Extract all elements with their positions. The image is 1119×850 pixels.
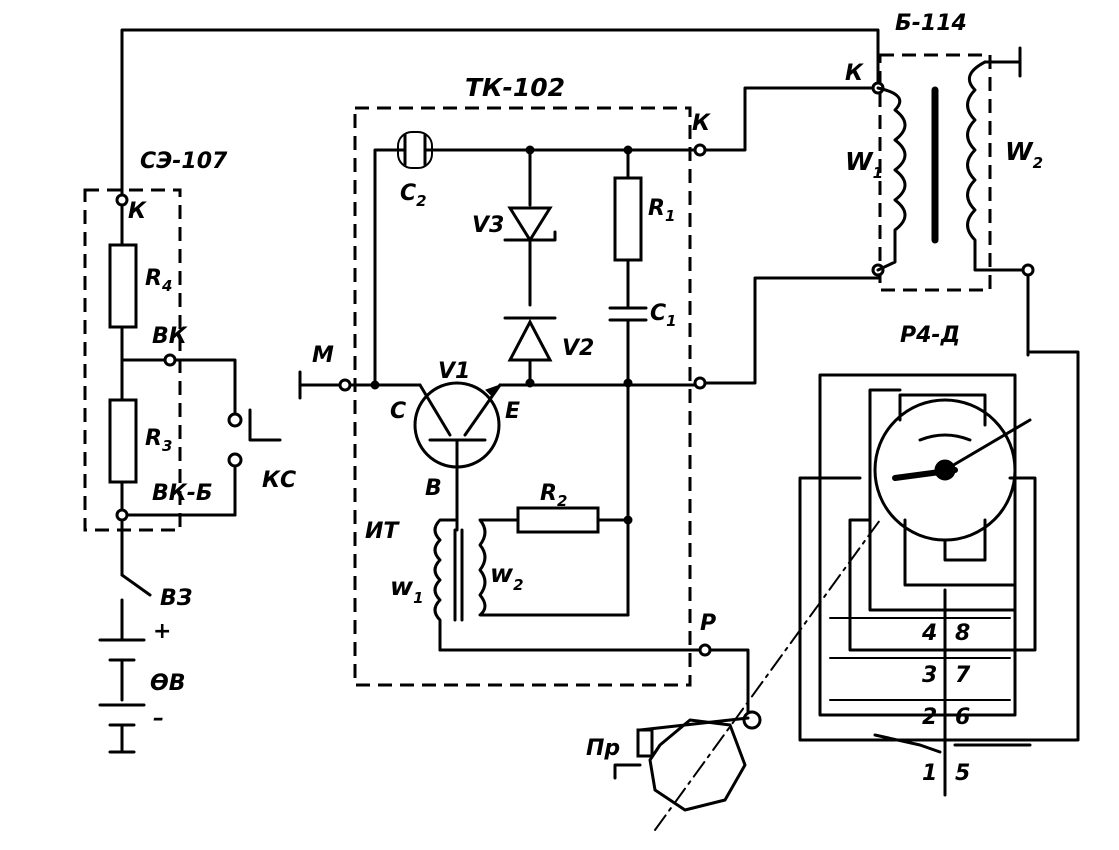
label-r3: R3 [145, 426, 172, 455]
wire-vk-ks [168, 358, 237, 417]
wire-p-sensor [708, 648, 750, 717]
dist-num-7: 7 [955, 663, 971, 688]
diode-v3 [507, 206, 553, 243]
node-c1-emitter [623, 378, 633, 388]
label-it: ИТ [365, 519, 400, 544]
sensor-axis [654, 519, 881, 831]
node-r2 [623, 515, 633, 525]
coil-winding-w2 [966, 60, 1030, 272]
label-se-107: СЭ-107 [140, 149, 228, 174]
label-switch-k: К [692, 111, 711, 136]
label-it-w2: w2 [490, 559, 524, 594]
switch-vz-blade [120, 573, 152, 597]
dist-num-8: 8 [955, 621, 970, 646]
label-emitter-pin: E [505, 399, 520, 424]
resistor-r1 [613, 176, 643, 262]
label-battery: ӨВ [150, 671, 185, 696]
label-v2: V2 [562, 336, 594, 361]
wire-top-feed [120, 28, 880, 202]
distributor-lead-left [868, 388, 1017, 612]
label-vz: ВЗ [160, 586, 192, 611]
diode-v3-bar [503, 230, 557, 242]
distributor-lead-right [848, 476, 1037, 652]
tk-102-outline [353, 106, 692, 687]
resistor-r4 [108, 243, 138, 329]
wire-emitter-coil [703, 276, 880, 385]
distributor-lead-top [898, 393, 987, 427]
it-winding-w1 [433, 518, 459, 652]
label-minus: – [153, 706, 164, 731]
label-coil-w2: W2 [1005, 137, 1043, 172]
distributor-lead-bottom [943, 518, 987, 562]
label-base-pin: В [425, 476, 442, 501]
label-b-114: Б-114 [895, 11, 967, 36]
distributor-rotor-arm [943, 418, 1032, 472]
resistor-r3 [108, 398, 138, 484]
transistor-collector-lead [418, 383, 452, 437]
dist-num-3: 3 [922, 663, 937, 688]
vk-terminal [163, 353, 177, 367]
label-tk-102: ТК-102 [465, 73, 565, 102]
label-r1: R1 [648, 196, 675, 225]
b-114-outline [878, 53, 992, 292]
sensor-arm [638, 716, 750, 732]
distributor-arrow [873, 733, 942, 754]
resistor-r2 [516, 506, 600, 534]
wire-k-coil [703, 86, 880, 152]
vkb-terminal [115, 508, 129, 522]
label-pr: Пр [586, 736, 620, 761]
distributor-arc [918, 433, 972, 442]
ks-contact-bottom [227, 452, 243, 468]
label-it-w1: w1 [390, 572, 424, 607]
node-v2-emitter [525, 378, 535, 388]
distributor-frame [818, 373, 1017, 717]
label-ks: КС [262, 468, 296, 493]
label-coil-w1: W1 [845, 147, 883, 182]
distributor-outer-wire [798, 350, 1080, 742]
label-r4: R4 [145, 266, 172, 295]
label-coil-k: К [845, 61, 864, 86]
label-collector-pin: C [390, 399, 406, 424]
se-k-terminal [115, 193, 129, 207]
label-c1: C1 [650, 301, 677, 330]
dist-num-4: 4 [921, 621, 937, 646]
sensor-pivot [742, 710, 762, 730]
label-v1: V1 [438, 359, 470, 384]
label-vkb: ВК-Б [152, 481, 213, 506]
label-m: М [312, 343, 334, 368]
diode-v2 [507, 318, 553, 362]
label-vk: ВК [152, 324, 188, 349]
sensor-pr-lead [613, 763, 642, 780]
dist-num-5: 5 [955, 761, 970, 786]
label-plus: + [153, 619, 171, 644]
label-se-k: К [128, 199, 147, 224]
label-v3: V3 [472, 213, 504, 238]
label-r4-d: Р4-Д [900, 323, 960, 348]
wire-left-rail [373, 148, 407, 387]
ks-contact-top [227, 412, 243, 428]
transistor-emitter-arrow [485, 383, 502, 397]
it-winding-w2 [478, 518, 630, 617]
dist-num-6: 6 [955, 705, 970, 730]
label-c2: C2 [400, 181, 427, 210]
label-p: Р [700, 611, 716, 636]
dist-num-2: 2 [922, 705, 937, 730]
ks-lever [248, 408, 282, 442]
sensor-pr-block [636, 728, 654, 758]
m-terminal [338, 378, 352, 392]
dist-num-1: 1 [922, 761, 937, 786]
label-r2: R2 [540, 481, 567, 510]
sensor-rotor [648, 718, 747, 812]
coil-winding-w1 [876, 86, 907, 272]
